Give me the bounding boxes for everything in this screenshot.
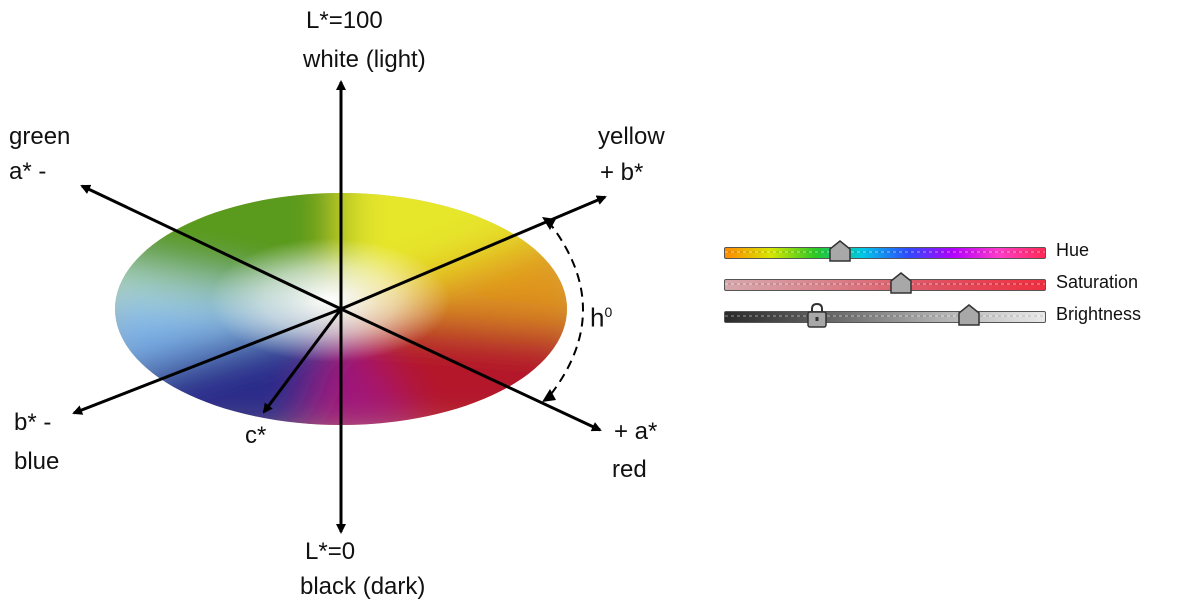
- brightness-slider[interactable]: Brightness: [722, 302, 1172, 328]
- color-ellipse: [115, 193, 567, 425]
- lab-color-space-diagram: [72, 80, 607, 534]
- hue-angle-arc: [547, 220, 584, 399]
- red-axis-label: + a*: [614, 418, 658, 445]
- arc-arrowhead-top: [542, 217, 556, 230]
- saturation-slider[interactable]: Saturation: [722, 272, 1172, 294]
- slider-thumb-icon[interactable]: [957, 304, 981, 326]
- hsb-slider-panel: Hue Saturation Brightness: [722, 238, 1172, 328]
- l-bottom-desc-label: black (dark): [300, 573, 426, 600]
- blue-axis-arrow: [72, 307, 342, 415]
- saturation-slider-track[interactable]: [724, 279, 1046, 291]
- hue-slider[interactable]: Hue: [722, 240, 1172, 262]
- red-axis-arrow: [340, 307, 602, 432]
- arc-arrowhead-bottom: [542, 389, 556, 402]
- yellow-axis-label: + b*: [600, 159, 644, 186]
- l-bottom-value-label: L*=0: [305, 538, 356, 565]
- yellow-axis-arrow: [340, 195, 607, 311]
- hue-angle-label: h0: [590, 297, 612, 333]
- slider-thumb-icon[interactable]: [828, 240, 852, 262]
- brightness-label: Brightness: [1056, 304, 1142, 324]
- chroma-label: c*: [245, 422, 267, 449]
- brightness-slider-track[interactable]: [724, 311, 1046, 323]
- l-top-desc-label: white (light): [303, 46, 426, 73]
- l-top-value-label: L*=100: [306, 7, 383, 34]
- chroma-arrow: [262, 308, 343, 414]
- lock-icon[interactable]: [805, 302, 829, 328]
- yellow-name-label: yellow: [598, 123, 665, 150]
- green-axis-label: a* -: [9, 158, 47, 185]
- hue-angle-superscript: 0: [604, 304, 613, 320]
- slider-thumb-icon[interactable]: [889, 272, 913, 294]
- hue-angle-letter: h: [590, 302, 605, 333]
- green-axis-arrow: [80, 184, 342, 311]
- blue-name-label: blue: [14, 448, 60, 475]
- hue-slider-track[interactable]: [724, 247, 1046, 259]
- saturation-label: Saturation: [1056, 272, 1139, 292]
- green-name-label: green: [9, 123, 71, 150]
- blue-axis-label: b* -: [14, 409, 52, 436]
- red-name-label: red: [612, 456, 647, 483]
- hue-label: Hue: [1056, 240, 1090, 260]
